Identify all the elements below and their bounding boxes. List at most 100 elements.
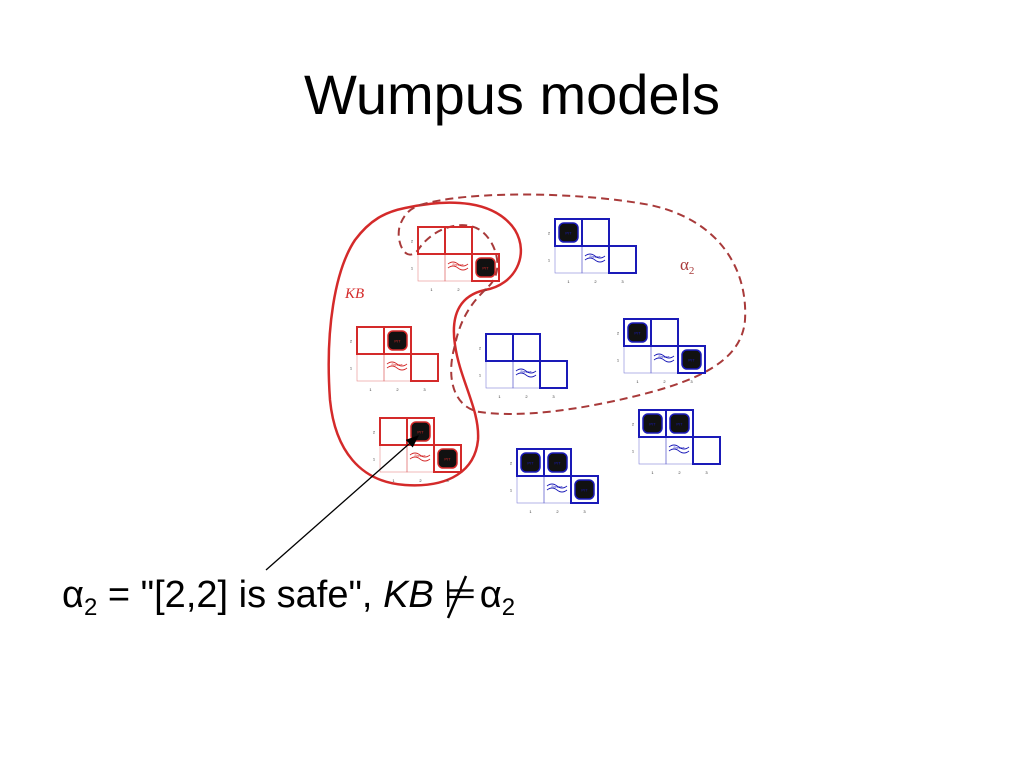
visited-cell-2-1 — [444, 253, 473, 282]
breeze-icon — [584, 253, 606, 263]
pit-marker — [437, 448, 458, 469]
breeze-label: Breeze — [391, 363, 402, 367]
row-label: 1 — [617, 358, 620, 363]
pit-marker — [627, 322, 648, 343]
column-label: 2 — [419, 478, 422, 483]
column-label: 2 — [457, 287, 460, 292]
column-label: 3 — [705, 470, 708, 475]
breeze-icon — [653, 353, 675, 363]
column-label: 1 — [651, 470, 654, 475]
cell-3-1 — [410, 353, 439, 382]
cell-3-1 — [692, 436, 721, 465]
visited-cell-1-1 — [356, 353, 385, 382]
row-label: 2 — [617, 331, 620, 336]
breeze-icon — [546, 483, 568, 493]
row-label: 2 — [350, 339, 353, 344]
visited-cell-1-1 — [485, 360, 514, 389]
breeze-label: Breeze — [589, 255, 600, 259]
cell-2-2 — [444, 226, 473, 255]
caption-kb: KB — [383, 574, 434, 616]
row-label: 1 — [411, 266, 414, 271]
row-label: 1 — [373, 457, 376, 462]
visited-cell-1-1 — [638, 436, 667, 465]
row-label: 2 — [411, 239, 414, 244]
pit-label: PIT — [527, 461, 534, 466]
cell-2-2 — [650, 318, 679, 347]
negation-slash-icon — [446, 575, 467, 619]
column-label: 3 — [690, 379, 693, 384]
cell-1-2 — [485, 333, 514, 362]
pit-label: PIT — [565, 231, 572, 236]
column-label: 1 — [636, 379, 639, 384]
caption-alpha2: α — [479, 574, 502, 616]
column-label: 2 — [678, 470, 681, 475]
pit-marker — [387, 330, 408, 351]
visited-cell-2-1 — [406, 444, 435, 473]
column-label: 1 — [369, 387, 372, 392]
row-label: 2 — [632, 422, 635, 427]
breeze-icon — [447, 261, 469, 271]
visited-cell-1-1 — [417, 253, 446, 282]
column-label: 3 — [552, 394, 555, 399]
alpha2-region — [397, 193, 747, 416]
row-label: 1 — [479, 373, 482, 378]
row-label: 1 — [350, 366, 353, 371]
column-label: 3 — [484, 287, 487, 292]
visited-cell-2-1 — [383, 353, 412, 382]
pit-label: PIT — [394, 339, 401, 344]
breeze-label: Breeze — [658, 355, 669, 359]
pointer-arrow — [265, 435, 419, 571]
caption-alpha2-sub: 2 — [501, 594, 516, 621]
pit-marker — [669, 413, 690, 434]
caption-text: = "[2,2] is safe", — [97, 574, 384, 616]
pit-label: PIT — [649, 422, 656, 427]
cell-3-1 — [539, 360, 568, 389]
pit-marker — [681, 349, 702, 370]
pit-marker — [547, 452, 568, 473]
column-label: 2 — [396, 387, 399, 392]
cell-2-2 — [512, 333, 541, 362]
visited-cell-2-1 — [581, 245, 610, 274]
column-label: 1 — [430, 287, 433, 292]
visited-cell-2-1 — [650, 345, 679, 374]
cell-1-2 — [379, 417, 408, 446]
row-label: 2 — [510, 461, 513, 466]
row-label: 2 — [479, 346, 482, 351]
breeze-icon — [515, 368, 537, 378]
column-label: 1 — [498, 394, 501, 399]
cell-2-2 — [581, 218, 610, 247]
breeze-label: Breeze — [452, 263, 463, 267]
caption: α2 = "[2,2] is safe", KB⊨α2 — [62, 572, 515, 622]
visited-cell-1-1 — [623, 345, 652, 374]
pit-label: PIT — [482, 266, 489, 271]
breeze-label: Breeze — [673, 446, 684, 450]
caption-alpha-sub: 2 — [83, 594, 98, 621]
row-label: 1 — [510, 488, 513, 493]
pit-label: PIT — [417, 430, 424, 435]
pit-marker — [520, 452, 541, 473]
visited-cell-2-1 — [665, 436, 694, 465]
pit-marker — [642, 413, 663, 434]
breeze-icon — [409, 452, 431, 462]
caption-alpha: α — [62, 574, 84, 616]
breeze-label: Breeze — [551, 485, 562, 489]
column-label: 1 — [567, 279, 570, 284]
pit-label: PIT — [444, 457, 451, 462]
visited-cell-2-1 — [512, 360, 541, 389]
column-label: 3 — [621, 279, 624, 284]
column-label: 2 — [594, 279, 597, 284]
breeze-icon — [668, 444, 690, 454]
row-label: 1 — [548, 258, 551, 263]
breeze-icon — [386, 361, 408, 371]
visited-cell-1-1 — [554, 245, 583, 274]
column-label: 1 — [392, 478, 395, 483]
column-label: 3 — [446, 478, 449, 483]
row-label: 2 — [373, 430, 376, 435]
pit-marker — [574, 479, 595, 500]
column-label: 3 — [423, 387, 426, 392]
not-entails-symbol: ⊨ — [444, 572, 477, 619]
